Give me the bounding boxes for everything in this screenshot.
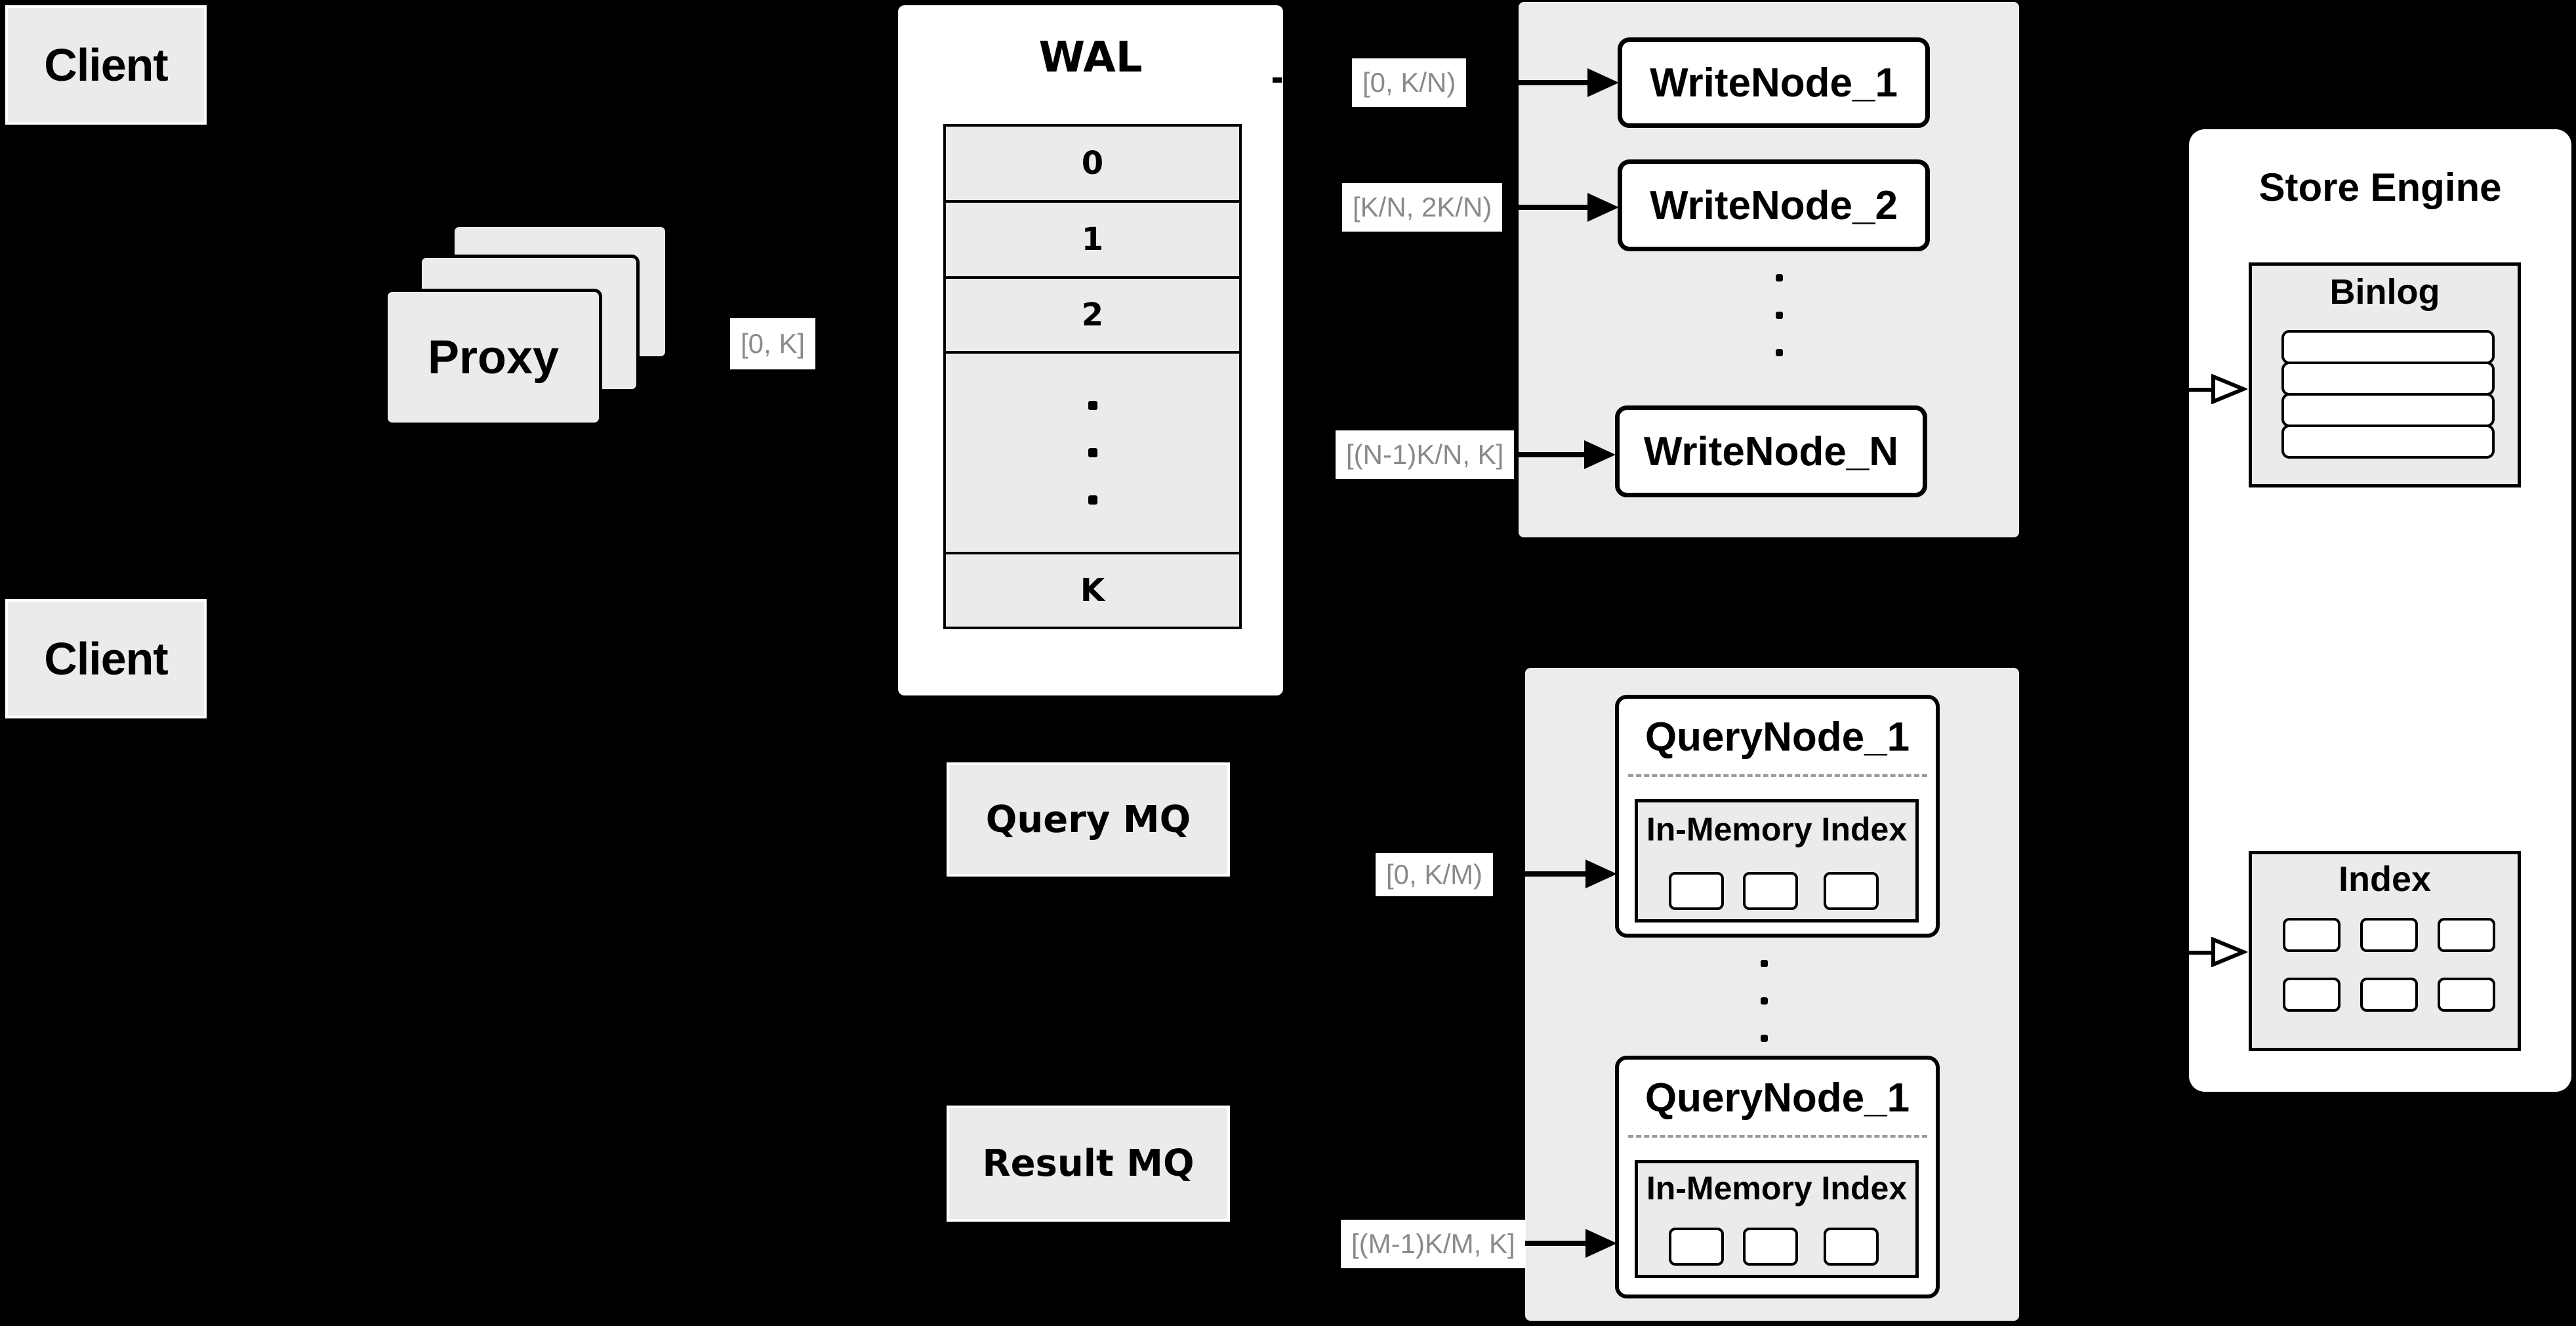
wal-outgoing-arrow-stub [1273,77,1282,83]
client-box-bottom: Client [5,599,207,718]
wal-title: WAL [898,31,1283,84]
query-node-dashed-divider [1628,1135,1927,1138]
ellipsis-dot [1088,495,1097,505]
wal-segment-label: 0 [1081,145,1104,182]
write-node-label: WriteNode_N [1643,428,1899,474]
index-file-cell [2360,978,2418,1012]
query-mq-box: Query MQ [947,762,1230,877]
wal-segment-row: K [946,552,1239,627]
arrow-to-query-node-bottom [1525,1241,1587,1246]
range-label-write-2: [K/N, 2K/N) [1342,183,1503,232]
arrowhead-write-node-1 [1587,68,1619,97]
wal-segment-row: 0 [946,127,1239,200]
client-label: Client [44,633,168,684]
result-mq-box: Result MQ [947,1106,1230,1222]
range-text: [0, K] [741,328,806,359]
open-arrowhead-index [2211,937,2247,967]
arrow-to-binlog [2189,388,2215,392]
range-label-proxy-out: [0, K] [730,318,816,369]
query-node-dashed-divider [1628,774,1927,777]
index-file-cell [2438,978,2495,1012]
index-title-text: Index [2338,860,2432,899]
ellipsis-dot [1761,997,1768,1005]
ellipsis-dot [1776,274,1783,281]
ellipsis-dot [1088,448,1097,457]
range-label-write-n: [(N-1)K/N, K] [1336,430,1515,479]
range-text: [0, K/N) [1362,67,1456,98]
arrow-to-write-node-n [1519,452,1586,457]
query-node-title-text: QueryNode_1 [1645,714,1910,760]
binlog-title-text: Binlog [2329,272,2440,312]
index-segment-cell [1669,872,1724,910]
client-box-top: Client [5,5,207,125]
ellipsis-dot [1761,1035,1768,1042]
binlog-row [2281,425,2495,459]
store-engine-title: Store Engine [2189,161,2571,213]
range-label-write-1: [0, K/N) [1352,58,1467,107]
in-memory-index-title: In-Memory Index [1635,810,1919,849]
open-arrowhead-binlog [2211,374,2247,404]
binlog-row [2281,330,2495,364]
client-label: Client [44,39,168,91]
binlog-row [2281,362,2495,396]
index-segment-cell [1743,1228,1798,1266]
range-text: [(N-1)K/N, K] [1346,439,1504,470]
ellipsis-dot [1088,401,1097,410]
arrow-to-write-node-1 [1519,80,1589,85]
wal-segment-label: K [1080,572,1105,609]
index-segment-cell [1824,1228,1879,1266]
arrowhead-write-node-2 [1587,193,1619,222]
index-segment-cell [1669,1228,1724,1266]
wal-segment-row: 2 [946,276,1239,351]
write-node-label: WriteNode_2 [1650,182,1898,228]
wal-segment-table: 0 1 2 K [943,124,1242,629]
ellipsis-dot [1776,312,1783,319]
wal-segment-label: 1 [1081,221,1104,258]
write-node-2: WriteNode_2 [1618,159,1930,251]
arrowhead-write-node-n [1584,440,1616,469]
query-mq-label: Query MQ [985,798,1191,841]
index-file-cell [2360,918,2418,952]
arrowhead-query-node-bottom [1585,1229,1617,1258]
proxy-label: Proxy [427,331,560,384]
in-memory-index-text: In-Memory Index [1646,811,1908,848]
in-memory-index-text: In-Memory Index [1646,1170,1908,1207]
range-text: [(M-1)K/M, K] [1351,1228,1515,1259]
arrowhead-query-node-top [1585,860,1617,888]
query-node-ellipsis [1761,945,1768,1057]
range-label-query-m: [(M-1)K/M, K] [1341,1220,1526,1268]
proxy-box: Proxy [384,289,602,426]
binlog-title: Binlog [2249,270,2521,314]
in-memory-index-title: In-Memory Index [1635,1169,1919,1207]
write-node-n: WriteNode_N [1615,405,1927,497]
wal-title-text: WAL [1038,33,1143,82]
query-node-title: QueryNode_1 [1615,1073,1940,1123]
wal-segment-label: 2 [1081,297,1104,333]
index-file-cell [2438,918,2495,952]
result-mq-label: Result MQ [982,1142,1195,1185]
range-text: [0, K/M) [1386,859,1483,890]
arrow-to-write-node-2 [1519,205,1589,210]
index-file-cell [2283,978,2341,1012]
index-segment-cell [1824,872,1879,910]
index-title: Index [2249,858,2521,900]
index-file-cell [2283,918,2341,952]
wal-ellipsis-row [946,351,1239,552]
write-node-label: WriteNode_1 [1650,60,1898,106]
query-node-title: QueryNode_1 [1615,712,1940,762]
arrow-to-query-node-top [1525,871,1587,877]
range-text: [K/N, 2K/N) [1353,192,1492,222]
vertical-ellipsis [1088,382,1097,524]
wal-segment-row: 1 [946,200,1239,276]
arrow-to-index [2189,951,2215,955]
write-node-1: WriteNode_1 [1618,37,1930,128]
binlog-row [2281,393,2495,427]
ellipsis-dot [1776,349,1783,356]
store-engine-title-text: Store Engine [2259,165,2502,209]
range-label-query-1: [0, K/M) [1376,853,1494,896]
query-node-title-text: QueryNode_1 [1645,1075,1910,1121]
ellipsis-dot [1761,960,1768,967]
index-segment-cell [1743,872,1798,910]
write-node-ellipsis [1776,259,1783,371]
